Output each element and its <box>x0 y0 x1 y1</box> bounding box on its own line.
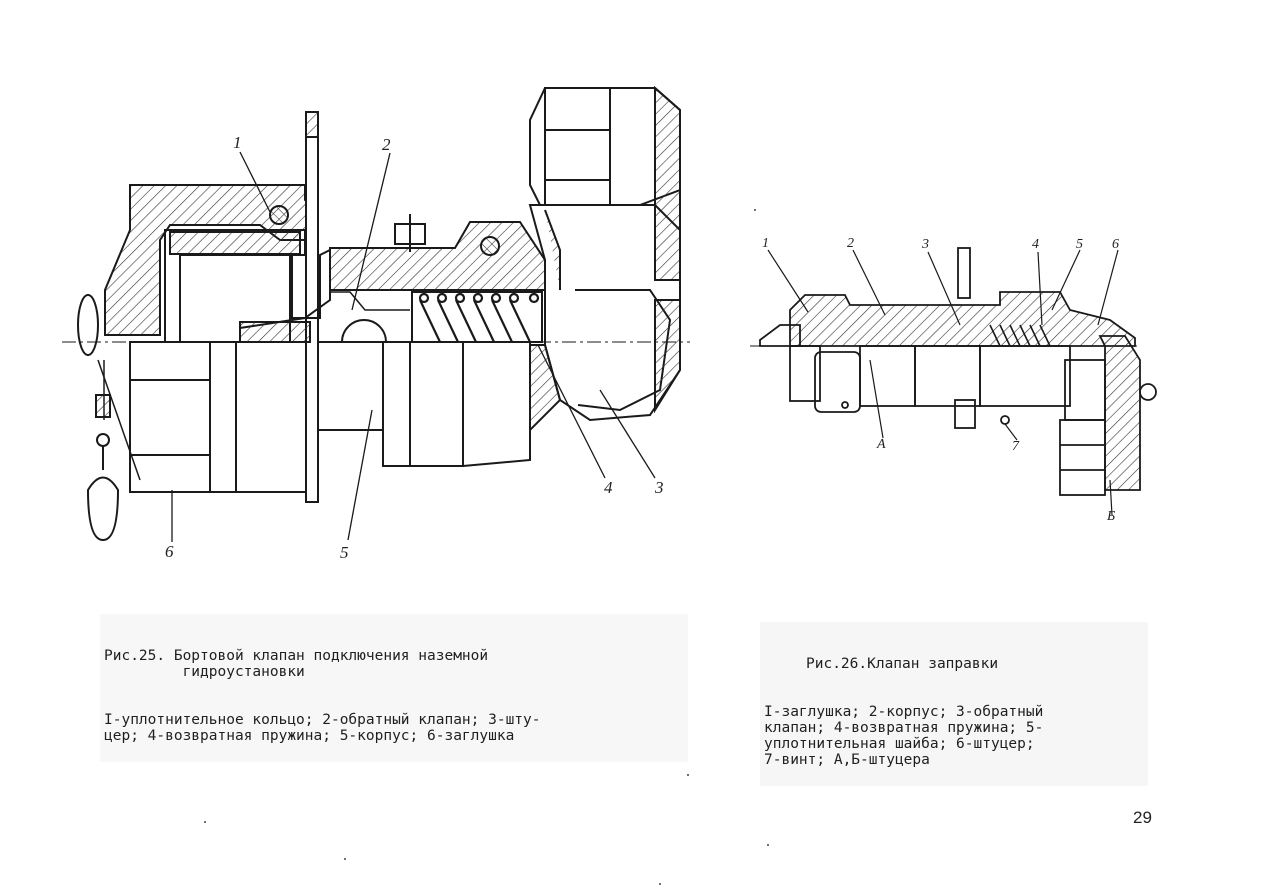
scan-specks <box>204 209 769 885</box>
fig26-callout-7: 7 <box>1012 439 1020 454</box>
fig25-callout-3: 3 <box>654 478 664 497</box>
fig26-callout-3: 3 <box>921 237 929 252</box>
fig25-callout-5: 5 <box>340 543 349 562</box>
fig26-callout-4: 4 <box>1032 237 1039 252</box>
figure25-caption-body: I-уплотнительное кольцо; 2-обратный клап… <box>104 712 541 744</box>
figure26-drawing <box>750 247 1157 516</box>
figure25-callouts: 1 2 3 4 5 6 <box>165 133 664 562</box>
fig26-callout-6: 6 <box>1112 237 1119 252</box>
fig25-callout-1: 1 <box>233 133 242 152</box>
fig25-callout-6: 6 <box>165 542 174 561</box>
fig25-callout-4: 4 <box>604 478 613 497</box>
figure26-caption-title: Рис.26.Клапан заправки <box>806 656 999 672</box>
fig26-callout-2: 2 <box>847 236 854 251</box>
figure26-caption-body: I-заглушка; 2-корпус; 3-обратный клапан;… <box>764 704 1044 768</box>
fig26-callout-1: 1 <box>762 236 769 251</box>
fig25-callout-2: 2 <box>382 135 391 154</box>
page-number: 29 <box>1133 808 1152 827</box>
figure26-caption: Рис.26.Клапан заправки I-заглушка; 2-кор… <box>760 622 1148 786</box>
figure26-callouts: 1 2 3 4 5 6 7 А Б <box>762 236 1119 524</box>
figure25-caption-title: Рис.25. Бортовой клапан подключения назе… <box>104 648 489 680</box>
figure25-caption: Рис.25. Бортовой клапан подключения назе… <box>100 614 688 762</box>
fig26-callout-b: Б <box>1106 509 1115 524</box>
fig26-callout-a: А <box>876 437 886 452</box>
fig26-callout-5: 5 <box>1076 237 1083 252</box>
figure25-drawing <box>62 85 690 542</box>
